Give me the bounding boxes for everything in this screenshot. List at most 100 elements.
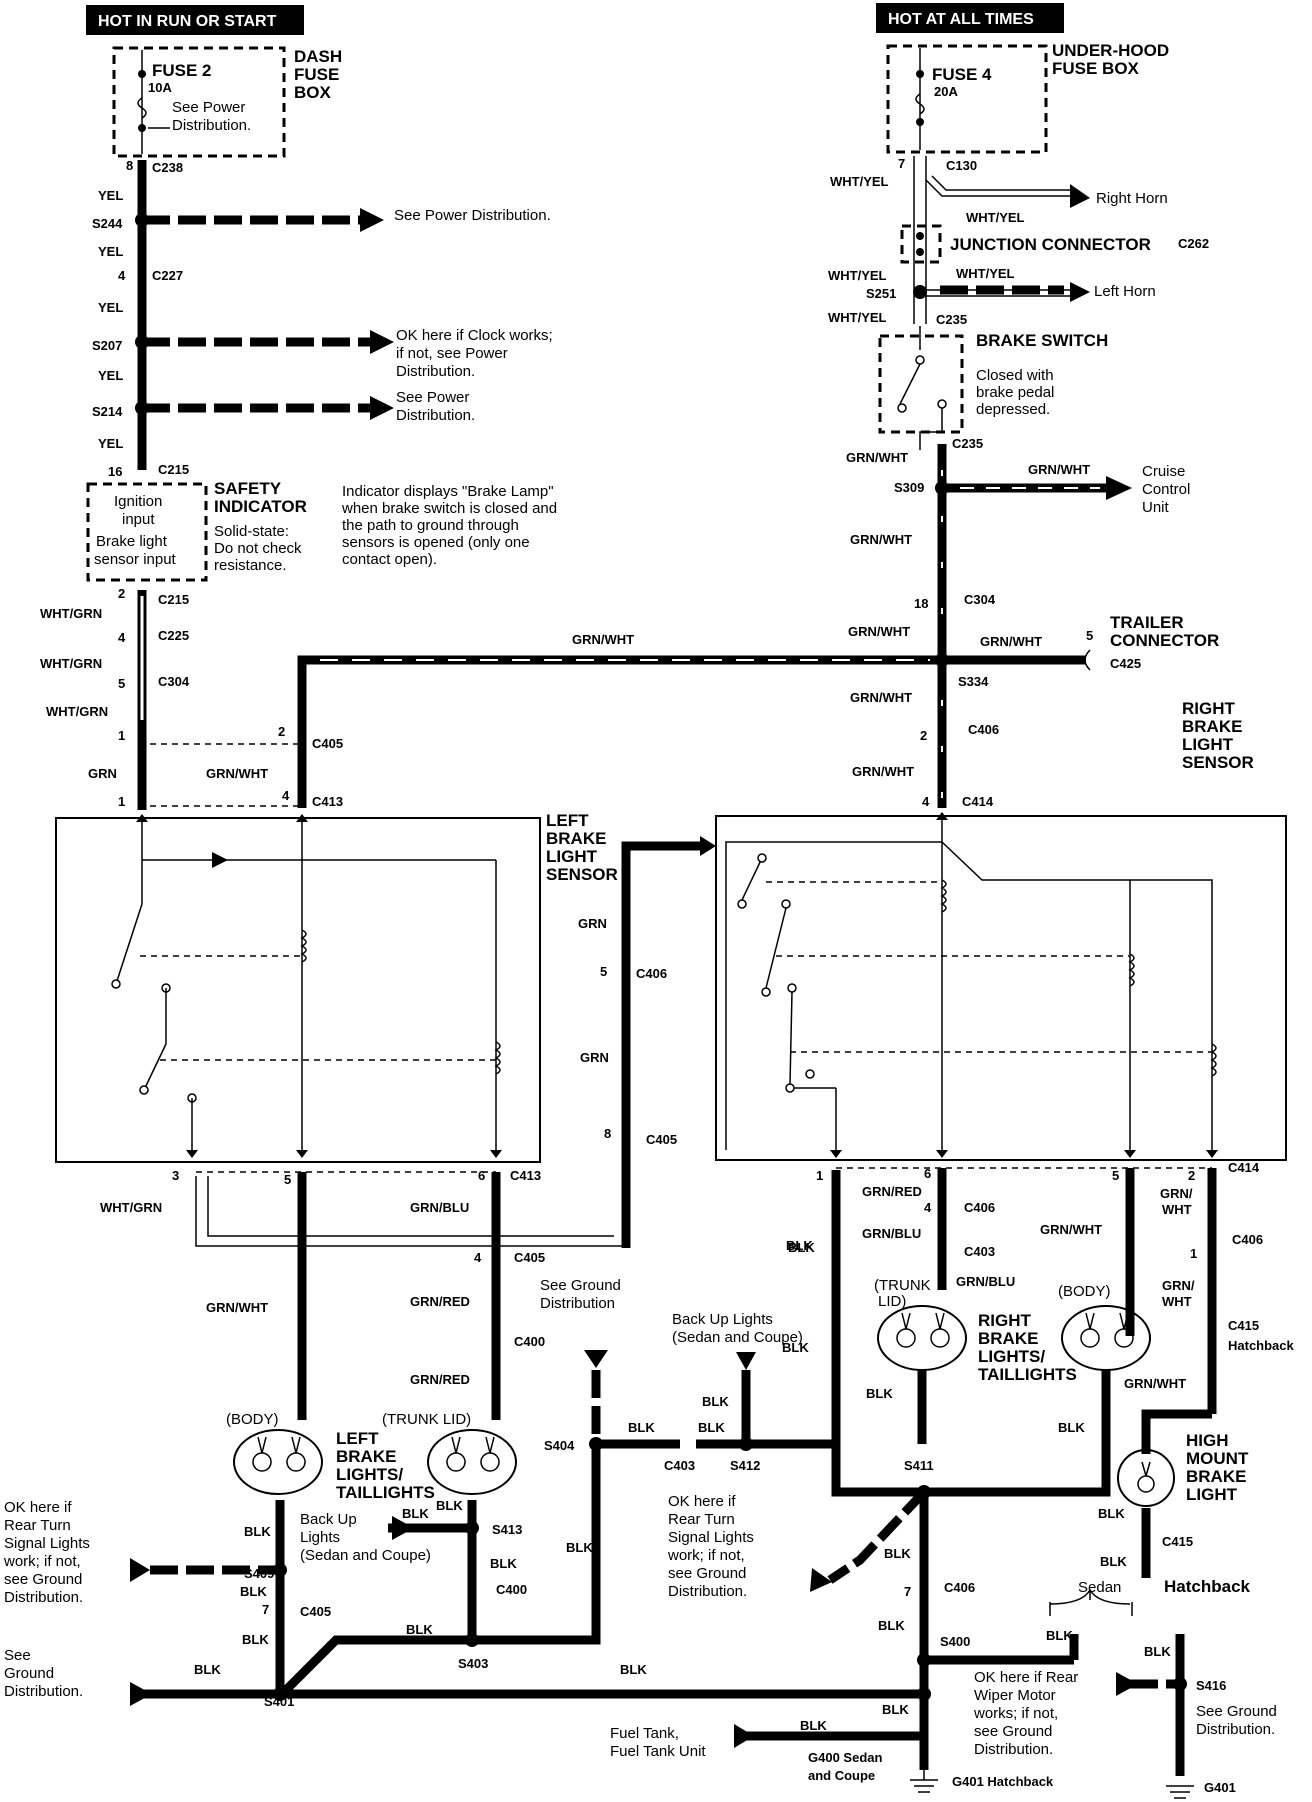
fuse-4-name: FUSE 4 [932, 65, 992, 84]
right-trunk-1: (TRUNK [874, 1277, 931, 1294]
back-up-left-2: Lights [300, 1529, 340, 1546]
right-feed-wire [900, 156, 1090, 324]
header-hot-in-run: HOT IN RUN OR START [86, 5, 304, 35]
splice-s334: S334 [958, 674, 989, 689]
left-turn-note-5: see Ground [4, 1571, 82, 1588]
wire-grn-wht-split-3: GRN/ [1162, 1278, 1195, 1293]
connector-c405-mid: C405 [646, 1132, 677, 1147]
wire-wht-grn-1: WHT/GRN [40, 606, 102, 621]
ignition-input-1: Ignition [114, 493, 162, 510]
left-brake-lights-label-3: LIGHTS/ [336, 1465, 403, 1484]
wire-wht-yel-5: WHT/YEL [828, 310, 887, 325]
splice-s400: S400 [940, 1634, 970, 1649]
pin-7-c130: 7 [898, 156, 905, 171]
right-body-brake-light [1061, 1305, 1151, 1371]
pin-5-c413: 5 [284, 1172, 291, 1187]
back-up-s412-branch: BLK BLK BLK C403 S412 Back Up Lights (Se… [596, 1311, 832, 1473]
right-feed-labels: 7 C130 WHT/YEL Right Horn WHT/YEL JUNCTI… [828, 156, 1209, 327]
wire-grn-wht-body: GRN/WHT [206, 1300, 268, 1315]
right-brake-lights-label-2: BRAKE [978, 1329, 1038, 1348]
left-brake-lights-label-2: BRAKE [336, 1447, 396, 1466]
wire-blk-fuel: BLK [800, 1718, 827, 1733]
pin-3-c413: 3 [172, 1168, 179, 1183]
wire-blk-12: BLK [698, 1420, 725, 1435]
connector-c406-r2: C406 [1232, 1232, 1263, 1247]
wire-blk-3: BLK [402, 1506, 429, 1521]
pin-5-c406-mid: 5 [600, 964, 607, 979]
connector-c406-low: C406 [944, 1580, 975, 1595]
wire-blk-10: BLK [628, 1420, 655, 1435]
left-sensor-output-wires: 3 5 6 C413 WHT/GRN GRN/BLU 4 C405 GRN/WH… [100, 1160, 627, 1420]
right-brake-lights-label-4: TAILLIGHTS [978, 1365, 1077, 1384]
cruise-label-1: Cruise [1142, 463, 1185, 480]
connector-c405-top: C405 [312, 736, 343, 751]
left-body-brake-light [233, 1429, 323, 1495]
dash-fuse-box-label-1: DASH [294, 47, 342, 66]
splice-s404: S404 [544, 1438, 575, 1453]
connector-c304-left: C304 [158, 674, 190, 689]
wire-grn-wht-r3: GRN/WHT [848, 624, 910, 639]
wire-grn-wht-hm: GRN/WHT [1124, 1376, 1186, 1391]
wire-wht-yel-1: WHT/YEL [830, 174, 889, 189]
pin-6-c406: 6 [924, 1166, 931, 1181]
connector-c225: C225 [158, 628, 189, 643]
connector-c425: C425 [1110, 656, 1141, 671]
wire-grn-wht-cruise: GRN/WHT [1028, 462, 1090, 477]
right-brake-lights-label-3: LIGHTS/ [978, 1347, 1045, 1366]
solid-state-3: resistance. [214, 557, 287, 574]
wire-grn-red-2: GRN/RED [410, 1372, 470, 1387]
connector-c413-top: C413 [312, 794, 343, 809]
wire-blk-hm: BLK [1098, 1506, 1125, 1521]
cruise-label-3: Unit [1142, 499, 1170, 516]
note-clock-1: OK here if Clock works; [396, 327, 553, 344]
pin-7-c406: 7 [904, 1584, 911, 1599]
wire-blk-4: BLK [490, 1556, 517, 1571]
fuse-2-name: FUSE 2 [152, 61, 212, 80]
left-sensor-label-4: SENSOR [546, 865, 618, 884]
brake-switch [878, 326, 964, 450]
wire-blk-r6: BLK [878, 1618, 905, 1633]
wire-grn-wht-r1: GRN/WHT [846, 450, 908, 465]
pin-5-c425: 5 [1086, 628, 1093, 643]
rear-wiper-note-1: OK here if Rear [974, 1669, 1078, 1686]
brake-switch-label: BRAKE SWITCH [976, 331, 1108, 350]
wire-grn-wht-left: GRN/WHT [206, 766, 268, 781]
left-sensor-label-1: LEFT [546, 811, 589, 830]
connector-c415-bottom: C415 [1162, 1534, 1193, 1549]
wire-grn-blu-r1: GRN/BLU [862, 1226, 921, 1241]
right-turn-note-6: Distribution. [668, 1583, 747, 1600]
header-hot-at-all-times-text: HOT AT ALL TIMES [888, 11, 1034, 28]
dash-fuse-box-label-2: FUSE [294, 65, 339, 84]
right-sensor-label-1: RIGHT [1182, 699, 1236, 718]
wire-blk-s404: BLK [566, 1540, 593, 1555]
wire-blk-r3: BLK [866, 1386, 893, 1401]
left-horn-label: Left Horn [1094, 283, 1156, 300]
connector-c400-top: C400 [514, 1334, 545, 1349]
note-clock-2: if not, see Power [396, 345, 508, 362]
grn-inter-sensor-wire: GRN 5 C406 GRN 8 C405 [578, 836, 716, 1248]
dash-fuse-box-label-3: BOX [294, 83, 332, 102]
back-up-left-3: (Sedan and Coupe) [300, 1547, 431, 1564]
pin-4-c405: 4 [474, 1250, 482, 1265]
right-main-wire [935, 444, 1132, 808]
see-ground-dist-2: Distribution [540, 1295, 615, 1312]
see-ground-3: Distribution. [4, 1683, 83, 1700]
junction-connector-label: JUNCTION CONNECTOR [950, 235, 1151, 254]
wire-yel-2: YEL [98, 244, 123, 259]
wire-wht-yel-2: WHT/YEL [966, 210, 1025, 225]
see-ground-2: Ground [4, 1665, 54, 1682]
wire-grn-wht-r6: GRN/WHT [1040, 1222, 1102, 1237]
rear-wiper-note-4: see Ground [974, 1723, 1052, 1740]
under-hood-label-1: UNDER-HOOD [1052, 41, 1169, 60]
wire-wht-yel-4: WHT/YEL [956, 266, 1015, 281]
connector-c405-low: C405 [300, 1604, 331, 1619]
right-turn-note-2: Rear Turn [668, 1511, 735, 1528]
header-hot-in-run-text: HOT IN RUN OR START [98, 13, 277, 30]
wire-blk-9: BLK [620, 1662, 647, 1677]
indicator-note-4: sensors is opened (only one [342, 534, 530, 551]
right-sensor-label-2: BRAKE [1182, 717, 1242, 736]
solid-state-2: Do not check [214, 540, 302, 557]
right-ground-symbols [910, 1770, 1194, 1799]
right-sensor-label-4: SENSOR [1182, 753, 1254, 772]
indicator-note-2: when brake switch is closed and [341, 500, 557, 517]
